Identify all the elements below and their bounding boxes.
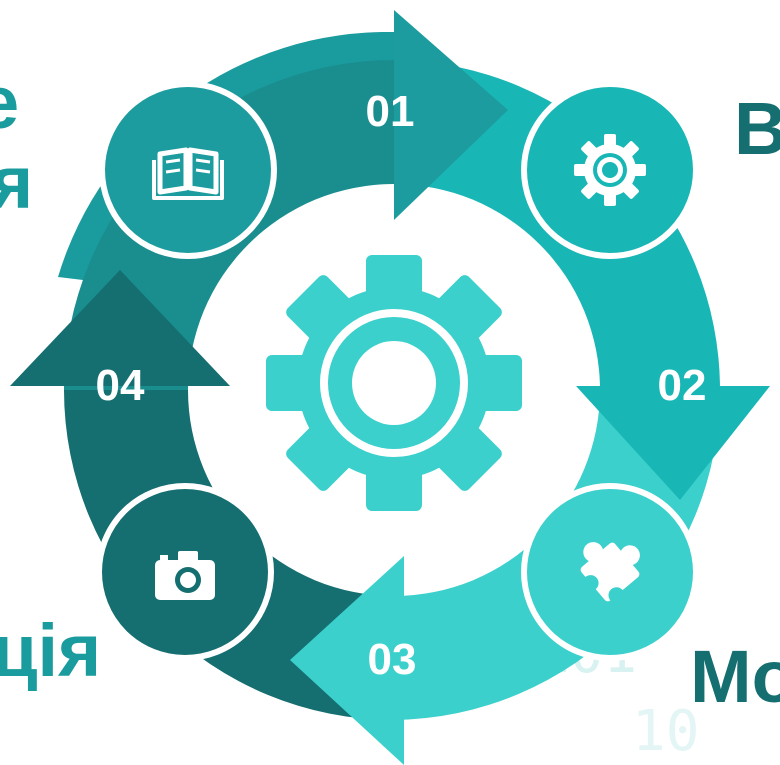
gear-icon [574,134,646,206]
book-icon [152,147,224,200]
icon-circle-gear [521,81,699,259]
side-label-top-left-2: я [0,141,34,224]
camera-icon [155,551,215,600]
arrow-03 [290,556,404,765]
arrow-01 [394,10,508,220]
binary-decoration-2: 10 [632,699,700,764]
step-number-03: 03 [368,635,417,684]
side-label-top-right: В [734,87,780,170]
step-number-02: 02 [658,361,707,410]
side-label-bottom-left: ція [0,609,102,692]
step-number-01: 01 [366,87,415,136]
icon-circle-puzzle [521,483,699,661]
icon-circle-book [99,81,277,259]
step-number-04: 04 [96,361,145,410]
puzzle-icon [580,542,640,604]
arrow-02 [576,386,770,500]
side-label-bottom-right: Мо [690,635,780,718]
arrow-04 [10,270,230,386]
center-gear-icon [266,255,522,511]
icon-circle-camera [96,483,274,661]
side-label-top-left-1: е [0,66,19,140]
